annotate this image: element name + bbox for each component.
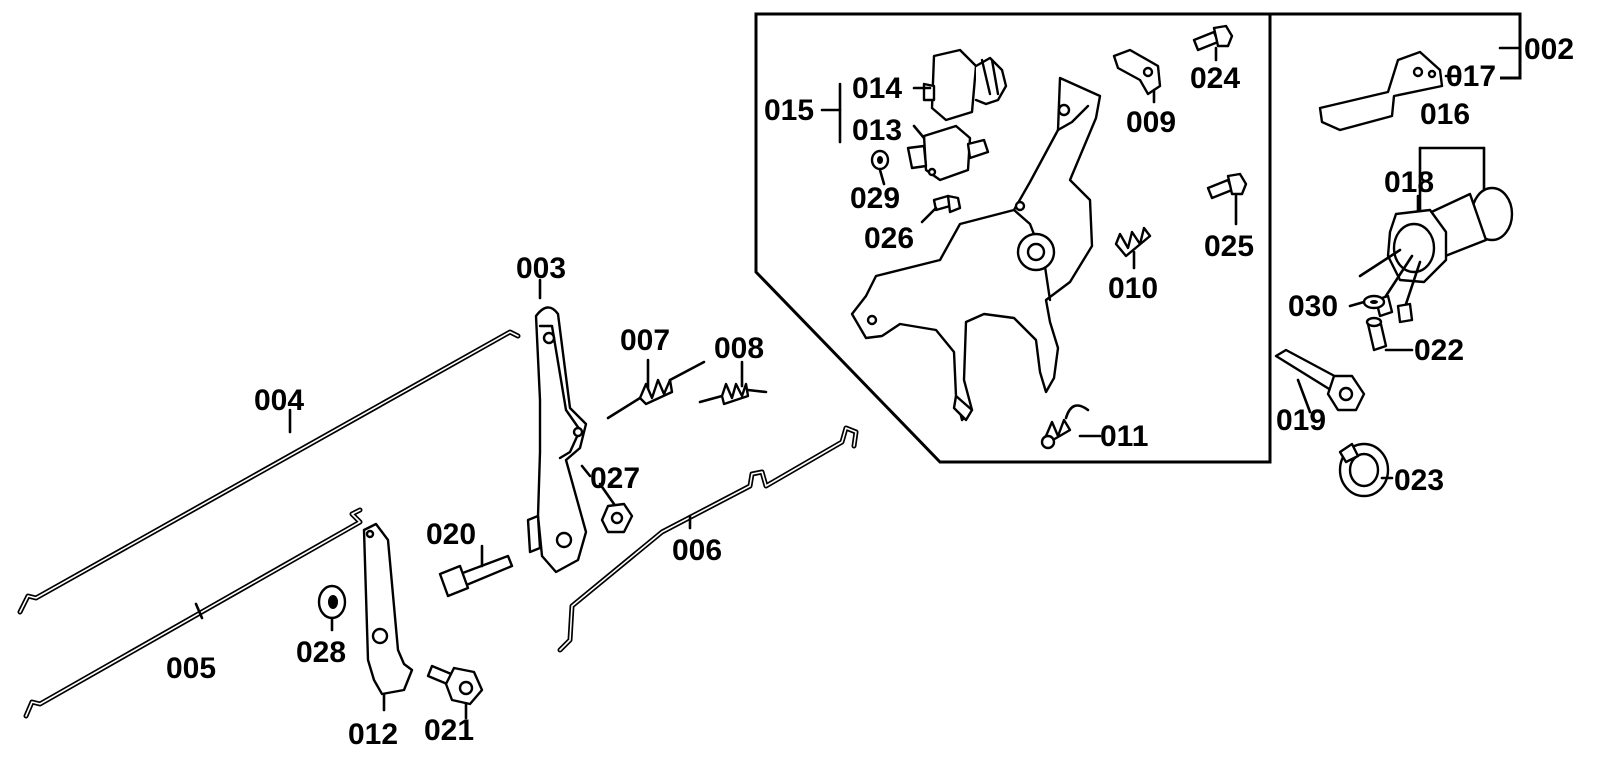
label-011: 011 — [1100, 420, 1148, 453]
label-015: 015 — [764, 94, 814, 127]
label-020: 020 — [426, 518, 476, 551]
rod-006 — [557, 425, 859, 653]
nut-029 — [870, 149, 890, 171]
part-014 — [922, 48, 1008, 122]
label-030: 030 — [1288, 290, 1338, 323]
label-014: 014 — [852, 72, 902, 105]
screw-025 — [1206, 172, 1248, 200]
governor-arm-003 — [526, 306, 588, 574]
bolt-019 — [1274, 348, 1366, 412]
label-024: 024 — [1190, 62, 1240, 95]
label-029: 029 — [850, 182, 900, 215]
nut-027 — [600, 502, 634, 534]
label-016: 016 — [1420, 98, 1470, 131]
lever-012 — [362, 522, 414, 696]
label-002: 002 — [1524, 33, 1574, 66]
washer-030 — [1362, 294, 1386, 310]
spring-008 — [698, 382, 768, 406]
spring-007 — [606, 360, 706, 420]
rod-004 — [17, 329, 521, 615]
label-028: 028 — [296, 636, 346, 669]
label-005: 005 — [166, 652, 216, 685]
label-019: 019 — [1276, 404, 1326, 437]
label-026: 026 — [864, 222, 914, 255]
clip-009 — [1112, 48, 1162, 96]
label-003: 003 — [516, 252, 566, 285]
label-017: 017 — [1446, 60, 1496, 93]
label-006: 006 — [672, 534, 722, 567]
control-bracket — [850, 76, 1102, 422]
label-012: 012 — [348, 718, 398, 751]
bracket-002-frame — [1270, 12, 1522, 80]
washer-028 — [317, 584, 347, 620]
spring-010 — [1114, 226, 1152, 258]
bracket-017 — [1318, 50, 1444, 132]
screw-022 — [1365, 316, 1388, 352]
label-010: 010 — [1108, 272, 1158, 305]
pin-020 — [438, 554, 514, 598]
rod-005 — [23, 507, 363, 719]
label-018: 018 — [1384, 166, 1434, 199]
screw-024 — [1192, 24, 1234, 52]
label-021: 021 — [424, 714, 474, 747]
leader-lines — [194, 46, 1522, 720]
label-025: 025 — [1204, 230, 1254, 263]
label-027: 027 — [590, 462, 640, 495]
bolt-021 — [426, 664, 484, 706]
label-004: 004 — [254, 384, 304, 417]
label-023: 023 — [1394, 464, 1444, 497]
inset-frame — [754, 12, 1272, 464]
label-009: 009 — [1126, 106, 1176, 139]
label-013: 013 — [852, 114, 902, 147]
label-008: 008 — [714, 332, 764, 365]
spring-011 — [1040, 404, 1090, 450]
label-007: 007 — [620, 324, 670, 357]
switch-assembly-016 — [1358, 186, 1514, 324]
label-022: 022 — [1414, 334, 1464, 367]
switch-013 — [906, 124, 990, 182]
screw-026 — [932, 194, 962, 214]
clamp-023 — [1338, 442, 1390, 498]
